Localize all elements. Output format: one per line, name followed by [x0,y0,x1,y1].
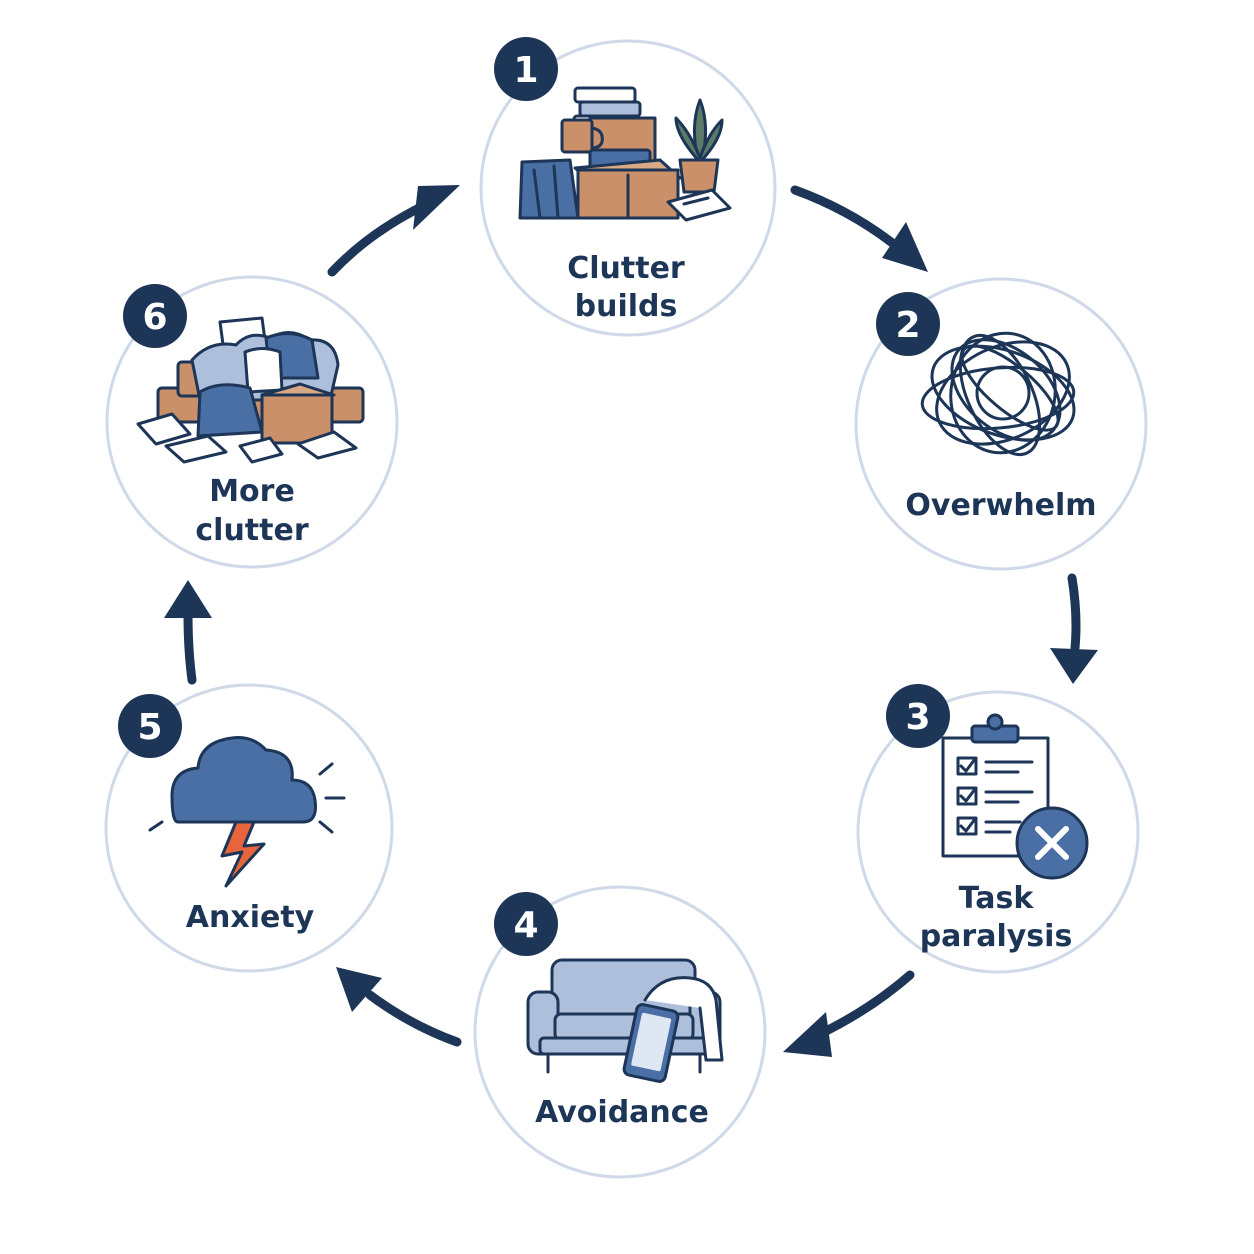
step-6: More clutter 6 [105,275,399,569]
step-circle [854,277,1148,571]
step-1: Clutter builds 1 [479,37,777,337]
step-number: 3 [905,697,930,738]
step-label: builds [575,289,678,324]
step-label: Avoidance [535,1095,709,1130]
step-number: 4 [513,905,538,946]
step-label: clutter [195,513,308,548]
step-label: More [209,474,295,509]
clipboard-x-icon [941,713,1089,880]
step-label: Task [959,881,1035,916]
clutter-pile-icon [136,316,365,464]
step-label: paralysis [920,919,1073,954]
step-number: 2 [895,305,920,346]
step-badge [123,284,187,348]
step-number: 6 [142,297,167,338]
step-2: Overwhelm 2 [854,277,1148,571]
step-label: Anxiety [186,900,315,935]
cluttered-boxes-icon [518,86,732,222]
step-label: Overwhelm [905,488,1096,523]
step-number: 5 [137,707,162,748]
arrow-5-to-6 [164,580,212,685]
step-5: Anxiety 5 [104,683,394,973]
arrow-1-to-2 [790,185,928,272]
sofa-phone-icon [526,958,724,1083]
arrow-4-to-5 [336,967,462,1047]
step-badge [494,892,558,956]
step-number: 1 [513,50,538,91]
arrow-2-to-3 [1050,573,1098,684]
step-4: Avoidance 4 [473,885,767,1179]
step-badge [494,37,558,101]
step-badge [876,292,940,356]
step-badge [886,684,950,748]
step-3: Task paralysis 3 [856,684,1140,974]
storm-cloud-icon [148,736,346,888]
step-label: Clutter [567,251,685,286]
arrow-6-to-1 [327,185,460,277]
step-badge [118,694,182,758]
tangled-scribble-icon [920,331,1076,457]
arrow-3-to-4 [783,970,915,1057]
